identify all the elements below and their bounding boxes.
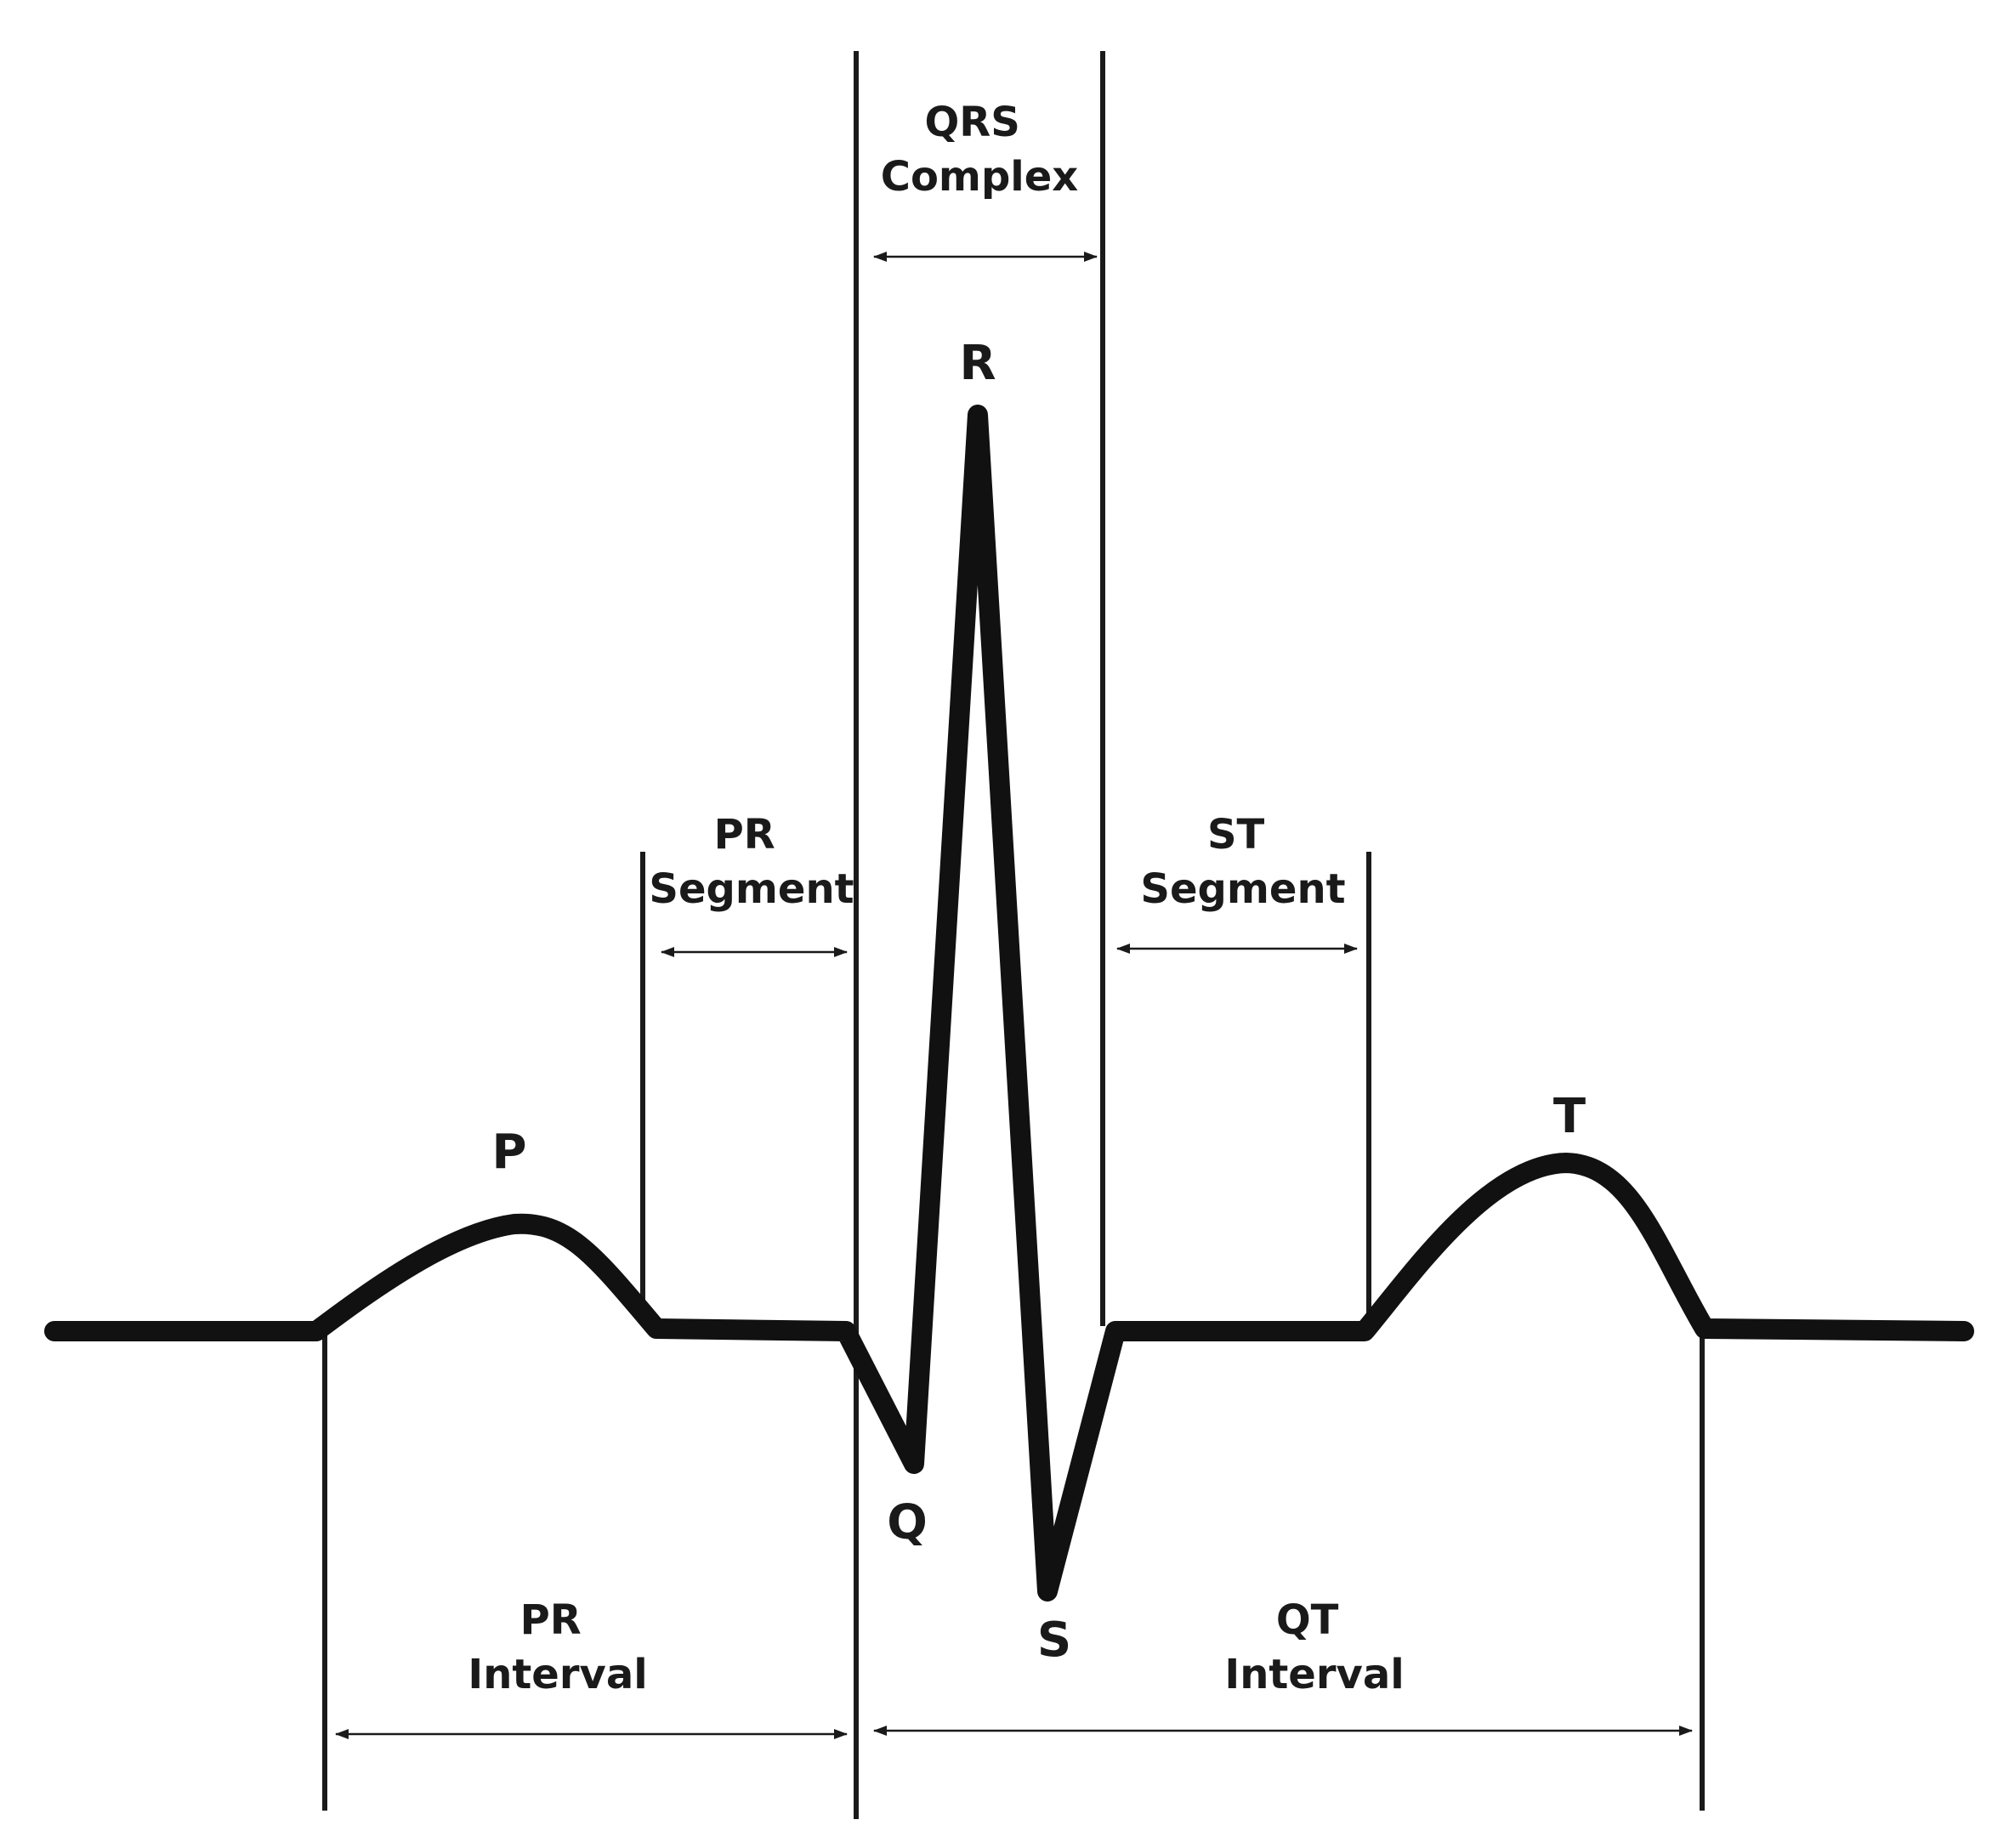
qrs-complex-label: QRS Complex	[881, 99, 1079, 201]
pr-interval-label-line-1: PR	[520, 1596, 582, 1644]
st-segment-label-line-2: Segment	[1140, 865, 1345, 913]
p-wave-label: P	[491, 1125, 526, 1180]
ecg-trace	[44, 405, 1974, 1601]
span-labels: QRS Complex PR Segment ST Segment PR Int…	[468, 99, 1404, 1698]
st-segment-label: ST Segment	[1140, 811, 1345, 913]
qt-interval-label: QT Interval	[1224, 1596, 1404, 1698]
pr-interval-label: PR Interval	[468, 1596, 647, 1698]
pr-interval-label-line-2: Interval	[468, 1651, 647, 1698]
qrs-complex-label-line-1: QRS	[924, 99, 1019, 146]
s-wave-label: S	[1037, 1613, 1071, 1668]
q-wave-label: Q	[887, 1495, 928, 1550]
qt-interval-label-line-2: Interval	[1224, 1651, 1404, 1698]
st-segment-label-line-1: ST	[1207, 811, 1265, 859]
guide-lines	[322, 51, 1705, 1819]
t-wave-label: T	[1553, 1089, 1586, 1144]
r-wave-label: R	[959, 336, 996, 391]
pr-segment-label-line-1: PR	[714, 811, 775, 859]
pr-segment-label: PR Segment	[649, 811, 854, 913]
pr-segment-label-line-2: Segment	[649, 865, 854, 913]
span-arrows	[335, 252, 1693, 1739]
qrs-complex-label-line-2: Complex	[881, 153, 1079, 201]
qt-interval-label-line-1: QT	[1276, 1596, 1339, 1644]
wave-labels: P Q R S T	[491, 336, 1586, 1668]
